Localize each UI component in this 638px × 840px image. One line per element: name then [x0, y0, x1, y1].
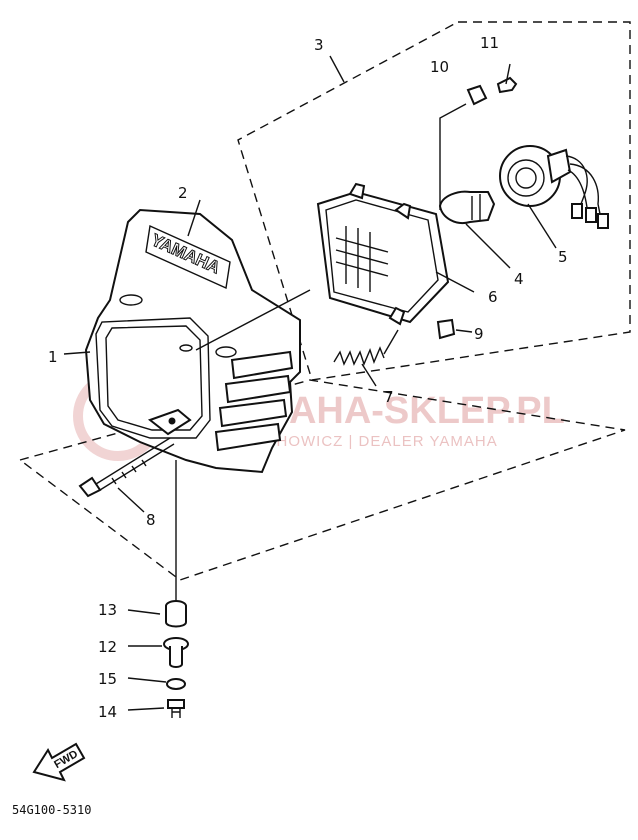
fwd-arrow: FWD [32, 742, 86, 782]
adjusting-screw [496, 63, 518, 94]
callout-15: 15 [98, 670, 117, 688]
grommet [127, 600, 187, 628]
callout-5: 5 [558, 248, 568, 266]
callout-14: 14 [98, 703, 117, 721]
washer [127, 677, 186, 690]
collar [128, 637, 189, 668]
leader-lines [63, 55, 475, 602]
callout-11: 11 [480, 34, 499, 52]
callout-12: 12 [98, 638, 117, 656]
callout-labels: 1 2 3 4 5 6 7 8 9 10 11 12 13 14 15 [48, 34, 568, 721]
headlight-cowl: YAMAHA [84, 208, 301, 474]
callout-8: 8 [146, 511, 156, 529]
headlight-assembly-outline [237, 21, 631, 381]
watermark-sub-text: MICHOWICZ | DEALER YAMAHA [246, 433, 498, 450]
headlight-unit [316, 182, 450, 326]
callout-10: 10 [430, 58, 449, 76]
short-bolt [127, 699, 185, 718]
diagram-code: 54G100-5310 [12, 803, 91, 817]
callout-1: 1 [48, 348, 58, 366]
callout-3: 3 [314, 36, 324, 54]
bulb [438, 190, 511, 269]
long-bolt [78, 437, 175, 513]
callout-9: 9 [474, 325, 484, 343]
callout-6: 6 [488, 288, 498, 306]
callout-7: 7 [384, 388, 394, 406]
callout-13: 13 [98, 601, 117, 619]
square-nut [436, 318, 473, 340]
callout-4: 4 [514, 270, 524, 288]
spring [333, 329, 399, 387]
nut-clip [439, 84, 488, 210]
callout-2: 2 [178, 184, 188, 202]
bulb-socket [499, 145, 609, 249]
